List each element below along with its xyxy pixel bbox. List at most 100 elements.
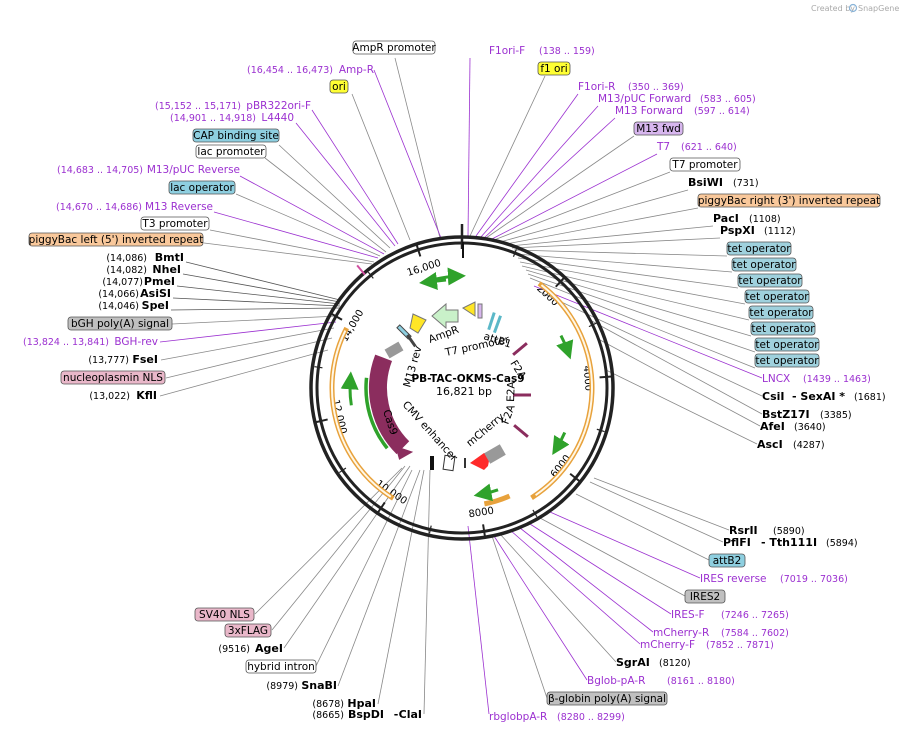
label-left-5: pBR322ori-F: [246, 100, 311, 112]
label-right-47: SgrAI: [616, 656, 650, 669]
leader-line: [469, 75, 546, 237]
mcherry-box: [484, 444, 506, 464]
gene-arc-orange-bottom: [483, 493, 511, 507]
leader-line: [278, 144, 391, 249]
tick-mark: [482, 524, 487, 539]
cmv-arc: [364, 377, 389, 450]
leader-line: [176, 285, 341, 305]
leader-line: [539, 517, 686, 597]
label-left-38: AgeI: [255, 642, 283, 655]
ps-mark: [406, 334, 417, 348]
tick-label: 8000: [468, 506, 495, 521]
f1ori-arrow: [462, 301, 476, 317]
label-right-44: (7584 .. 7602): [721, 628, 789, 639]
leader-line: [515, 253, 733, 273]
plasmid-name: PB-TAC-OKMS-Cas9: [411, 373, 524, 385]
label-right-4: (350 .. 369): [628, 82, 684, 93]
tick-mark: [555, 275, 567, 288]
label-right-37: attB2: [713, 555, 742, 567]
leader-line: [377, 469, 425, 705]
label-left-39-box: [245, 659, 317, 674]
label-right-0: F1ori-F: [489, 45, 525, 57]
2a-mark: [513, 424, 529, 438]
label-left-9: lac promoter: [197, 146, 265, 158]
minor-tick: [367, 271, 374, 279]
leader-line: [499, 189, 689, 243]
label-left-43: HpaI: [347, 697, 376, 710]
label-left-31: FseI: [132, 353, 158, 366]
label-right-15-box: [697, 193, 881, 208]
label-tet-operator-1-box: [731, 257, 797, 272]
minor-tick: [314, 366, 323, 369]
leader-line: [533, 285, 763, 379]
label-left-33: (13,022): [89, 391, 130, 402]
features: [329, 242, 595, 507]
leader-line: [315, 469, 413, 667]
label-tet-operator-2-box: [737, 273, 803, 288]
nls-box: [384, 341, 404, 359]
leader-line: [467, 57, 471, 237]
orf-arrow-top: [419, 272, 447, 290]
leader-line: [529, 523, 672, 615]
label-right-12: T7 promoter: [671, 159, 738, 171]
label-left-39: hybrid intron: [247, 661, 315, 673]
cas9-arrowhead: [395, 445, 414, 460]
label-right-12-box: [669, 157, 741, 172]
minor-tick: [588, 322, 597, 328]
label-right-31: (4287): [793, 440, 825, 451]
leader-line: [423, 469, 431, 715]
label-left-22: PmeI: [144, 275, 175, 288]
label-right-11: (621 .. 640): [681, 142, 737, 153]
leader-line: [493, 535, 588, 681]
label-tet-operator-6: tet operator: [755, 339, 819, 351]
label-right-10: T7: [656, 141, 670, 153]
minor-tick: [338, 467, 347, 474]
tick-label: 16,000: [406, 258, 443, 279]
tick-mark: [329, 311, 343, 321]
leader-line: [589, 481, 724, 543]
inner-ampr: AmpR: [427, 324, 461, 346]
leader-line: [525, 269, 752, 337]
leader-line: [475, 93, 579, 237]
leader-line: [483, 117, 616, 239]
label-right-29: (3640): [794, 422, 826, 433]
leader-line: [311, 109, 399, 245]
label-left-23: (14,066): [98, 289, 139, 300]
label-right-33: (5890): [773, 526, 805, 537]
leader-line: [593, 477, 730, 531]
leader-line: [337, 469, 421, 687]
leader-line: [539, 291, 763, 397]
label-tet-operator-5: tet operator: [751, 323, 815, 335]
label-right-43: mCherry-R: [653, 627, 709, 639]
leader-line: [160, 327, 335, 361]
label-tet-operator-0: tet operator: [727, 243, 791, 255]
label-right-32: RsrII: [729, 524, 758, 537]
label-left-27-box: [67, 316, 173, 331]
label-left-35-box: [194, 607, 255, 622]
m13-box: [477, 303, 483, 319]
tick-mark: [599, 375, 614, 379]
label-right-15: piggyBac right (3') inverted repeat: [698, 195, 880, 207]
2a-mark: [512, 342, 528, 356]
leader-line: [529, 277, 756, 369]
leader-line: [467, 525, 490, 715]
leader-line: [489, 153, 658, 241]
gene-arc-orange-left-core: [331, 330, 392, 498]
label-right-45: mCherry-F: [640, 639, 695, 651]
label-right-37-box: [708, 553, 746, 568]
cas9-arc: [369, 354, 410, 455]
leader-line: [295, 122, 396, 247]
label-left-28: (13,824 .. 13,841): [23, 337, 109, 348]
label-tet-operator-2: tet operator: [738, 275, 802, 287]
origin-mark: [462, 242, 464, 258]
label-right-19: (1112): [764, 226, 796, 237]
tick-mark: [376, 501, 386, 515]
label-left-12: lac operator: [170, 182, 234, 194]
ampr-arrow: [431, 302, 459, 330]
leader-line: [499, 533, 617, 663]
label-left-34: KflI: [136, 389, 157, 402]
label-left-24: AsiSI: [140, 287, 171, 300]
label-tet-operator-7-box: [754, 353, 820, 368]
label-tet-operator-7: tet operator: [755, 355, 819, 367]
